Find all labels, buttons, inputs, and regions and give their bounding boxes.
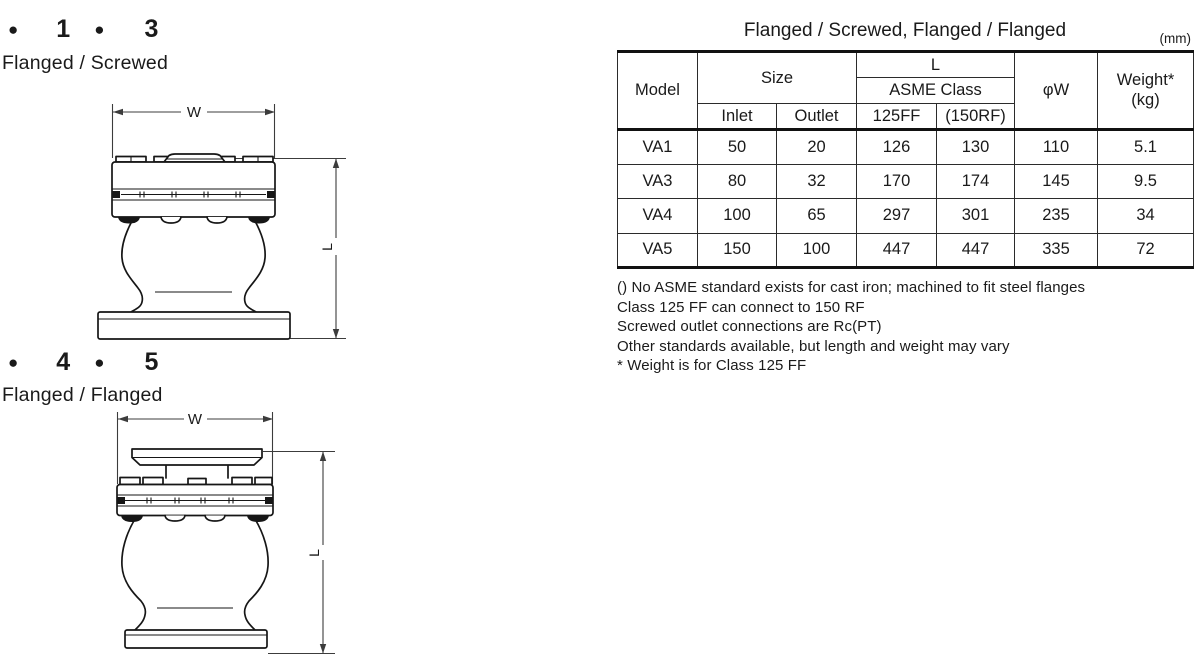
col-header-size: Size (696, 51, 858, 104)
col-header-125ff: 125FF (856, 103, 938, 130)
bullet-icon: ● (8, 19, 19, 39)
bullet-icon: ● (94, 352, 105, 372)
dimension-l-label: L (306, 549, 322, 557)
model-number-5: 5 (144, 347, 159, 376)
arrowhead-right-icon (265, 108, 275, 116)
table-title-row: Flanged / Screwed, Flanged / Flanged (mm… (617, 16, 1193, 50)
cell-model: VA1 (617, 129, 698, 165)
dimension-w-label: W (187, 104, 202, 121)
cell-l-150rf: 301 (936, 198, 1016, 234)
table-title: Flanged / Screwed, Flanged / Flanged (743, 20, 1067, 41)
cell-l-125ff: 170 (856, 163, 938, 199)
footnote-line: * Weight is for Class 125 FF (617, 357, 807, 374)
arrowhead-right-icon (263, 415, 273, 423)
cell-inlet: 100 (697, 198, 777, 234)
cell-model: VA5 (617, 232, 698, 268)
cell-l-150rf: 174 (936, 163, 1016, 199)
table-row-va1: VA1 50 20 126 130 110 5.1 (617, 129, 1195, 165)
arrowhead-left-icon (113, 108, 123, 116)
cell-inlet: 50 (697, 129, 777, 165)
cell-phi-w: 335 (1014, 232, 1099, 268)
table-row-va5: VA5 150 100 447 447 335 72 (617, 232, 1195, 268)
arrowhead-left-icon (118, 415, 128, 423)
dimension-table-section: Flanged / Screwed, Flanged / Flanged (mm… (617, 16, 1195, 376)
model-number-1: 1 (56, 14, 71, 43)
cell-outlet: 32 (775, 163, 858, 199)
cell-phi-w: 235 (1014, 198, 1099, 234)
weight-label: Weight* (1116, 70, 1175, 89)
valve-drawing-flanged-flanged: W L (116, 411, 335, 655)
weight-unit-label: (kg) (1131, 90, 1160, 109)
arrowhead-up-icon (319, 451, 327, 461)
cell-weight: 34 (1097, 198, 1195, 234)
valve-drawing-flanged-screwed: W L (97, 104, 346, 340)
dimension-w-label: W (188, 411, 203, 428)
col-header-phi-w: φW (1014, 51, 1099, 130)
cell-weight: 5.1 (1097, 129, 1195, 165)
cell-inlet: 80 (697, 163, 777, 199)
cell-l-125ff: 126 (856, 129, 938, 165)
table-row-va4: VA4 100 65 297 301 235 34 (617, 198, 1195, 234)
col-header-150rf: (150RF) (936, 103, 1016, 130)
cell-l-125ff: 447 (856, 232, 938, 268)
diagram-1-caption: Flanged / Screwed (2, 52, 168, 74)
cell-l-150rf: 447 (936, 232, 1016, 268)
cell-weight: 9.5 (1097, 163, 1195, 199)
dimension-table: Model Size L φW Weight* (kg) ASME Class … (617, 50, 1195, 269)
cell-outlet: 100 (775, 232, 858, 268)
cell-model: VA4 (617, 198, 698, 234)
cell-outlet: 20 (775, 129, 858, 165)
cell-l-150rf: 130 (936, 129, 1016, 165)
table-unit-note: (mm) (1159, 31, 1191, 46)
dimension-l-label: L (319, 243, 335, 251)
model-number-3: 3 (144, 14, 159, 43)
footnote-line: Other standards available, but length an… (617, 337, 1010, 355)
col-header-l: L (856, 51, 1016, 78)
cell-phi-w: 110 (1014, 129, 1099, 165)
arrowhead-up-icon (332, 158, 340, 168)
table-row-va3: VA3 80 32 170 174 145 9.5 (617, 163, 1195, 199)
col-header-inlet: Inlet (697, 103, 777, 130)
cell-weight: 72 (1097, 232, 1195, 268)
col-header-outlet: Outlet (775, 103, 858, 130)
table-footnotes: () No ASME standard exists for cast iron… (617, 278, 1193, 376)
cell-inlet: 150 (697, 232, 777, 268)
footnote-line: Class 125 FF can connect to 150 RF (617, 298, 865, 316)
cell-model: VA3 (617, 163, 698, 199)
footnote-line: () No ASME standard exists for cast iron… (617, 279, 1086, 296)
col-header-asme-class: ASME Class (856, 77, 1016, 104)
bullet-icon: ● (94, 19, 105, 39)
diagram-2-caption: Flanged / Flanged (2, 384, 163, 406)
arrowhead-down-icon (332, 329, 340, 339)
bullet-icon: ● (8, 352, 19, 372)
cell-phi-w: 145 (1014, 163, 1099, 199)
model-group-2-header: ● 4 ● 5 (8, 347, 158, 377)
col-header-weight: Weight* (kg) (1097, 51, 1195, 130)
arrowhead-down-icon (319, 644, 327, 654)
col-header-model: Model (617, 51, 698, 130)
footnote-line: Screwed outlet connections are Rc(PT) (617, 318, 882, 335)
model-group-1-header: ● 1 ● 3 (8, 14, 158, 44)
cell-l-125ff: 297 (856, 198, 938, 234)
cell-outlet: 65 (775, 198, 858, 234)
model-number-4: 4 (56, 347, 71, 376)
